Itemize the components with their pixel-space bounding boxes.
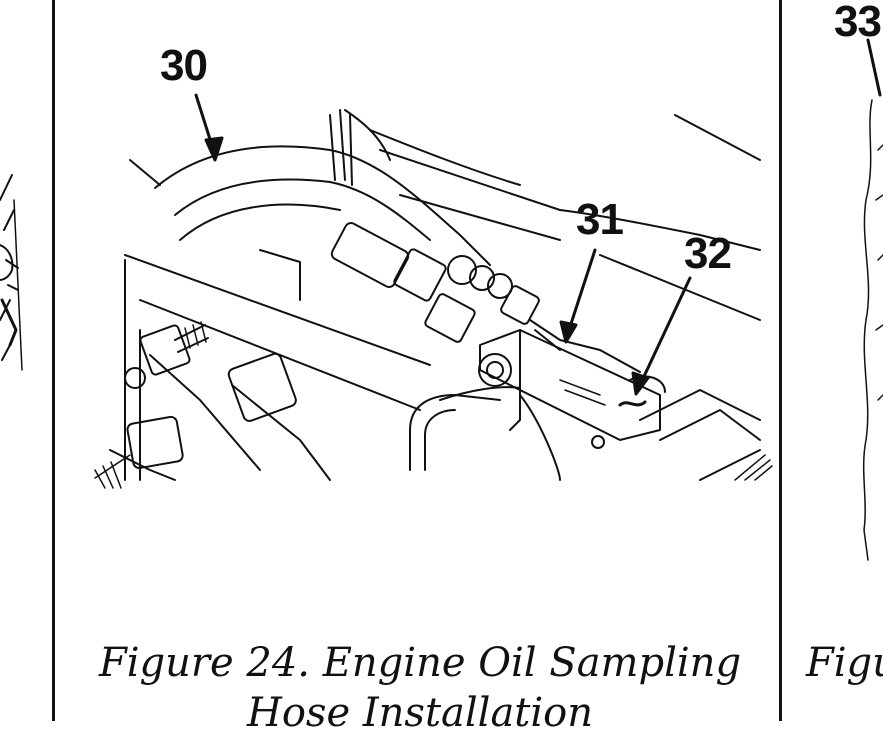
arrowhead-31 <box>559 320 578 344</box>
callout-32: 32 <box>684 229 732 278</box>
figure-caption-line2: Hose Installation <box>246 690 594 736</box>
leader-32 <box>638 276 692 387</box>
right-figure-caption: Figu <box>806 640 883 686</box>
hose-bracket <box>478 329 666 449</box>
lower-support <box>409 386 773 481</box>
arrowhead-30 <box>204 136 224 162</box>
figure-caption-line1: Figure 24. Engine Oil Sampling <box>98 640 742 686</box>
hose-fittings <box>330 222 561 351</box>
right-frame-border <box>779 0 782 721</box>
callout-leaders <box>194 93 692 407</box>
engine-hose-illustration <box>0 38 883 561</box>
mounting-bolts <box>94 321 331 489</box>
callout-30: 30 <box>160 41 208 90</box>
left-figure-fragment <box>0 174 23 371</box>
tilde-32 <box>618 400 647 407</box>
engine-housing-lines <box>129 109 761 321</box>
sampling-hose <box>154 145 491 266</box>
arrowhead-32 <box>631 371 650 396</box>
callout-31: 31 <box>576 195 624 244</box>
leader-31 <box>566 248 597 335</box>
left-frame-border <box>52 0 55 721</box>
right-figure-fragment <box>862 38 883 561</box>
callout-33: 33 <box>834 0 882 46</box>
